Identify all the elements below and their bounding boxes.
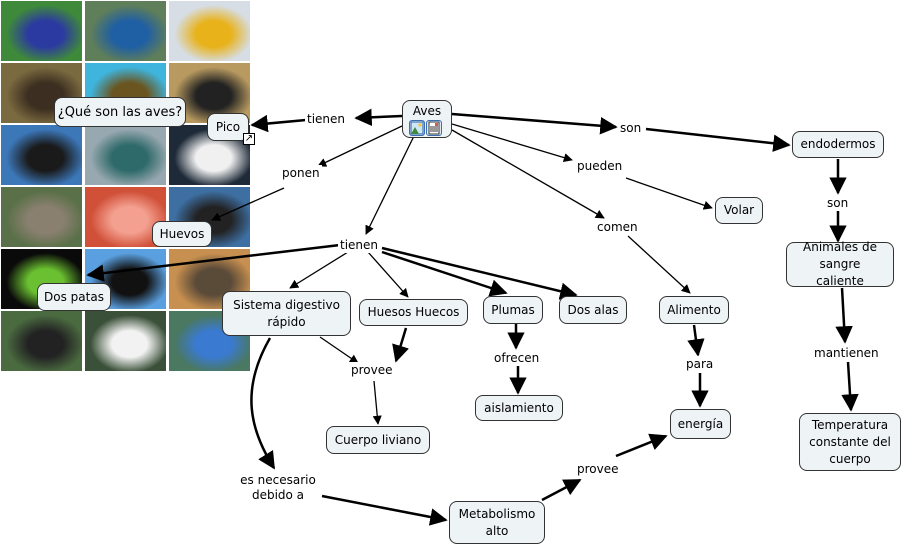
concept-alimento[interactable]: Alimento	[659, 296, 729, 324]
link-mantienen-temperatura	[841, 361, 859, 412]
concept-que-son-las-aves[interactable]: ¿Qué son las aves?	[54, 97, 186, 127]
link-phrase-provee-bottom: provee	[575, 461, 621, 477]
concept-volar[interactable]: Volar	[715, 197, 763, 224]
concept-metabolismo-alto[interactable]: Metabolismo alto	[449, 501, 545, 544]
concept-temperatura[interactable]: Temperatura constante del cuerpo	[799, 413, 901, 471]
link-phrase-mantienen: mantienen	[812, 345, 881, 361]
bird-photo-condor	[1, 125, 82, 185]
link-comen-alimento	[627, 235, 691, 294]
link-aves-tienen-mid	[365, 135, 415, 235]
document-resource-icon[interactable]	[426, 120, 442, 136]
link-phrase-ofrecen: ofrecen	[492, 350, 542, 366]
link-tienen-plumas	[381, 250, 508, 297]
concept-pico[interactable]: Pico	[207, 113, 249, 141]
link-phrase-ponen: ponen	[280, 165, 322, 181]
link-tienen-pico	[250, 114, 307, 133]
link-aves-comen	[451, 129, 605, 219]
concept-huesos-huecos[interactable]: Huesos Huecos	[359, 299, 468, 326]
link-tienen-sistema	[289, 251, 349, 289]
link-phrase-pueden: pueden	[575, 158, 625, 174]
bird-photo-hummingbird	[85, 125, 166, 185]
bird-photo-penguin	[169, 1, 250, 61]
link-tienen-dospatas	[86, 243, 341, 282]
concept-animales-sangre-caliente[interactable]: Animales de sangre caliente	[786, 240, 894, 288]
image-resource-icon[interactable]	[409, 120, 425, 136]
link-sistema-provee	[319, 336, 359, 364]
link-aves-pueden	[451, 123, 573, 163]
link-phrase-son-right: son	[825, 195, 851, 211]
link-aves-son	[451, 112, 618, 135]
concept-dos-alas[interactable]: Dos alas	[559, 296, 627, 324]
concept-sistema-digestivo[interactable]: Sistema digestivo rápido	[222, 291, 351, 336]
link-phrase-tienen-mid: tienen	[338, 237, 381, 253]
link-provee-cuerpo	[372, 380, 382, 425]
link-provee-energia	[615, 433, 668, 458]
bird-photo-woodpecker	[1, 311, 82, 371]
concept-dos-patas[interactable]: Dos patas	[37, 283, 111, 311]
concept-plumas[interactable]: Plumas	[483, 296, 543, 324]
link-esnecesario-metabolismo	[321, 494, 448, 526]
concept-huevos[interactable]: Huevos	[152, 221, 212, 247]
shortcut-arrow-icon[interactable]: ↗	[243, 133, 255, 145]
link-pueden-volar	[625, 177, 713, 210]
link-metabolismo-provee	[541, 478, 582, 502]
link-phrase-comen: comen	[595, 219, 640, 235]
link-alimento-para	[687, 324, 705, 357]
link-huesos-provee	[392, 327, 409, 363]
bird-photo-pelican	[85, 311, 166, 371]
bird-photo-cassowary	[1, 1, 82, 61]
link-tienen-huesos	[367, 251, 409, 298]
link-phrase-son-top: son	[618, 120, 644, 136]
concept-aislamiento[interactable]: aislamiento	[475, 395, 563, 421]
link-phrase-es-necesario: es necesario debido a	[236, 473, 320, 503]
bird-photo-owl	[1, 187, 82, 247]
link-ponen-huevos	[211, 187, 285, 221]
link-sistema-esnecesario	[250, 337, 276, 470]
link-tienen-dosalas	[381, 246, 578, 300]
concept-cuerpo-liviano[interactable]: Cuerpo liviano	[326, 426, 430, 454]
link-son-endodermos	[645, 127, 791, 152]
link-aves-tienen	[354, 108, 403, 127]
link-phrase-para: para	[684, 356, 716, 372]
link-phrase-tienen-top: tienen	[305, 111, 348, 127]
link-aves-ponen	[317, 125, 403, 167]
concept-energia[interactable]: energía	[670, 409, 731, 439]
concept-endodermos[interactable]: endodermos	[792, 131, 884, 158]
bird-photo-peacock	[85, 1, 166, 61]
link-phrase-provee-left: provee	[349, 362, 395, 378]
link-animales-mantienen	[835, 287, 853, 344]
